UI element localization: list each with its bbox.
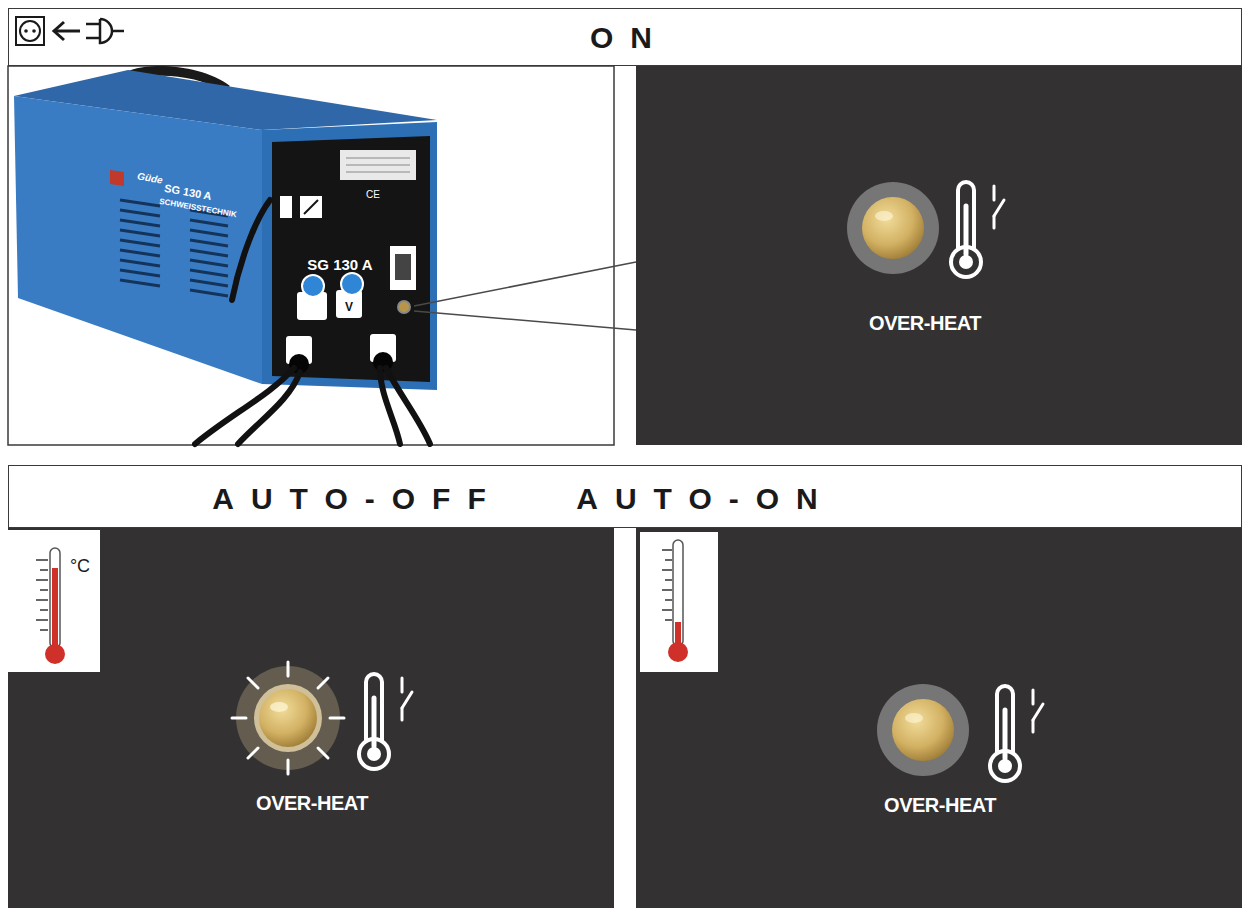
ce-mark: CE (366, 189, 380, 200)
voltage-label: V (345, 300, 353, 314)
detail-panel: OVER-HEAT (636, 66, 1242, 445)
header-band: AUTO-OFF AUTO-ON (8, 465, 1242, 528)
detail-panel: OVER-HEAT (8, 528, 614, 908)
text-slot: OVER-HEAT (256, 792, 368, 815)
brand-label: Güde (136, 170, 163, 185)
header-text: ON (573, 21, 669, 55)
text-slot: AUTO-ON (559, 482, 834, 516)
text-slot: OVER-HEAT (884, 794, 996, 817)
lamp-label: OVER-HEAT (256, 792, 368, 815)
text-slot: OVER-HEAT (869, 312, 981, 335)
text-slot: AUTO-OFF (195, 482, 502, 516)
header-text: AUTO-OFF (195, 482, 502, 516)
detail-panel: OVER-HEAT (636, 528, 1242, 908)
lamp-label: OVER-HEAT (869, 312, 981, 335)
text-slot: ON (573, 21, 669, 55)
header-text: AUTO-ON (559, 482, 834, 516)
model-label: SG 130 A (307, 256, 372, 273)
lamp-label: OVER-HEAT (884, 794, 996, 817)
header-band: ON (8, 8, 1242, 66)
unit-label: °C (70, 556, 90, 577)
maker-label: SCHWEISSTECHNIK (159, 197, 238, 219)
